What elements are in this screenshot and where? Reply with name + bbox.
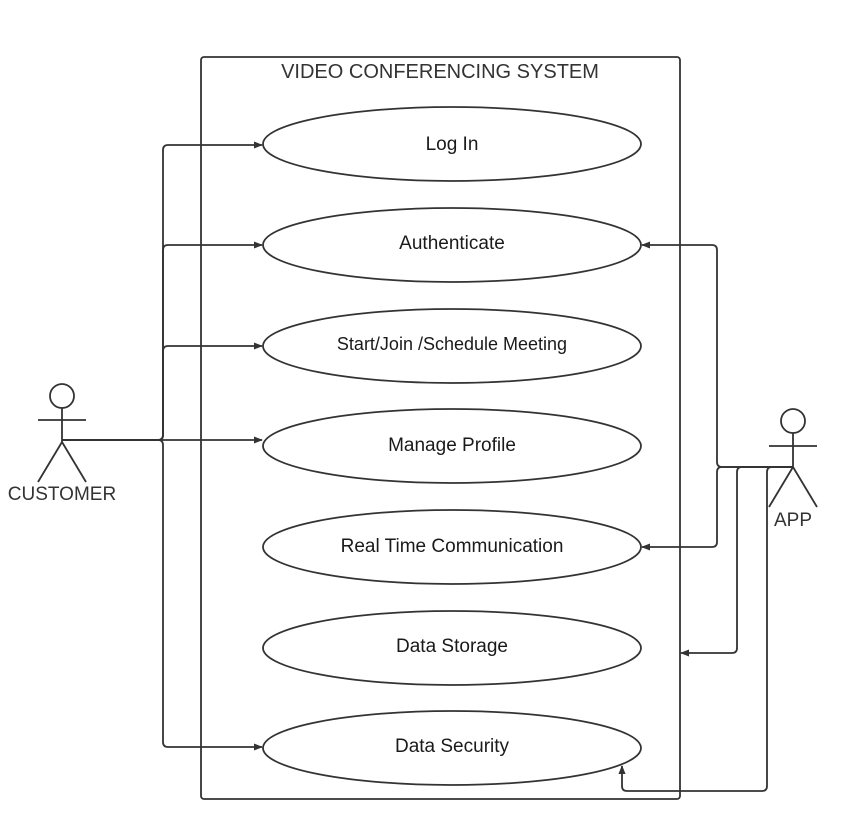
system-title: VIDEO CONFERENCING SYSTEM: [281, 61, 599, 83]
use-case-start-join-schedule-meeting[interactable]: Start/Join /Schedule Meeting: [262, 308, 642, 384]
use-case-label: Authenticate: [399, 233, 505, 254]
use-case-label: Log In: [426, 134, 479, 155]
actor-app[interactable]: APP: [768, 408, 818, 531]
use-case-label: Data Security: [395, 736, 510, 757]
actor-label: CUSTOMER: [8, 484, 116, 505]
use-case-authenticate[interactable]: Authenticate: [262, 207, 642, 283]
connector-customer-start-join-schedule-meeting: [62, 342, 263, 441]
connector-customer-data-security: [62, 439, 263, 751]
use-case-label: Start/Join /Schedule Meeting: [337, 334, 567, 354]
use-case-log-in[interactable]: Log In: [262, 106, 642, 182]
app-connections: [618, 241, 793, 792]
actor-customer[interactable]: CUSTOMER: [8, 383, 116, 505]
use-case-data-storage[interactable]: Data Storage: [262, 610, 642, 686]
actor-head-icon: [49, 383, 75, 409]
connector-app-data-storage: [680, 466, 793, 657]
actor-head-icon: [780, 408, 806, 434]
use-case-label: Data Storage: [396, 636, 508, 657]
connector-app-data-security: [618, 466, 793, 792]
use-case-label: Real Time Communication: [341, 536, 564, 557]
use-case-data-security[interactable]: Data Security: [262, 710, 642, 786]
customer-connections: [62, 141, 263, 751]
system-boundary: VIDEO CONFERENCING SYSTEM: [200, 56, 681, 800]
connector-customer-authenticate: [62, 241, 263, 441]
use-case-real-time-communication[interactable]: Real Time Communication: [262, 509, 642, 585]
use-case-manage-profile[interactable]: Manage Profile: [262, 408, 642, 484]
use-case-label: Manage Profile: [388, 435, 516, 456]
connector-app-authenticate: [641, 241, 793, 468]
connector-customer-log-in: [62, 141, 263, 441]
actor-label: APP: [774, 510, 812, 531]
connector-app-real-time-communication: [641, 466, 793, 551]
